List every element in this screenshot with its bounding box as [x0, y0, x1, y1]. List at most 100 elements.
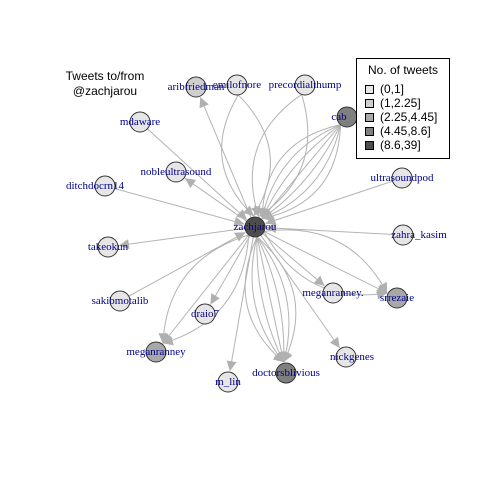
node-label-nobleultrasound: nobleultrasound	[141, 166, 212, 178]
edge-doctorsblivious	[256, 236, 285, 363]
edge-cab	[261, 124, 342, 220]
node-zahra_kasim	[392, 224, 414, 246]
node-label-doctorsblivious: doctorsblivious	[252, 367, 320, 379]
legend-label: (0,1]	[380, 82, 405, 96]
node-label-meganranney: meganranney	[126, 346, 186, 358]
node-label-cab: cab	[331, 111, 347, 123]
node-zachjarou	[244, 216, 266, 238]
arrowhead-nickgenes	[329, 336, 340, 348]
arrowhead-doctorsblivious	[272, 351, 284, 363]
node-layer	[94, 74, 414, 393]
edge-ditchdocrn14	[114, 188, 245, 225]
node-label-m_lin: m_lin	[215, 376, 241, 388]
node-label-emilofnore: emilofnore	[213, 79, 261, 91]
edge-doctorsblivious	[256, 236, 285, 363]
legend-label: (2.25,4.45]	[380, 110, 438, 124]
node-label-zachjarou: zachjarou	[234, 221, 277, 233]
edge-meganranney	[162, 234, 250, 344]
legend-item: (2.25,4.45]	[365, 110, 438, 124]
node-label-srrezaie: srrezaie	[380, 292, 414, 304]
edge-doctorsblivious	[256, 236, 290, 363]
legend-title: No. of tweets	[367, 63, 439, 77]
legend-label: (4.45,8.6]	[380, 124, 431, 138]
node-label-nickgenes: nickgenes	[330, 351, 374, 363]
edge-meganranney	[162, 234, 249, 344]
arrowhead-nobleultrasound	[185, 178, 197, 189]
node-doctorsblivious	[275, 362, 297, 384]
node-mdaware	[129, 111, 151, 133]
arrowhead-draio7	[210, 293, 220, 305]
edge-doctorsblivious	[244, 236, 285, 363]
arrowhead-meganranney	[158, 333, 169, 344]
node-meganranney.	[322, 282, 344, 304]
node-ditchdocrn14	[94, 175, 116, 197]
node-draio7	[194, 303, 216, 325]
graph-title-line-1: Tweets to/from	[66, 69, 145, 83]
edge-emilofnore	[221, 94, 254, 217]
node-sakibmotalib	[109, 290, 131, 312]
node-label-aribfriedman: aribfriedman	[168, 81, 225, 93]
node-label-meganranney.: meganranney.	[302, 287, 364, 299]
node-label-mdaware: mdaware	[120, 116, 160, 128]
edge-draio7	[210, 235, 251, 305]
edge-sakibmotalib	[128, 231, 246, 297]
legend-label: (8.6,39]	[380, 138, 421, 152]
edge-srrezaie	[263, 229, 388, 294]
legend-swatch	[365, 126, 374, 136]
legend-swatch	[365, 84, 374, 94]
edge-mdaware	[147, 128, 248, 220]
edge-doctorsblivious	[251, 236, 285, 363]
edge-nickgenes	[260, 234, 341, 349]
node-ultrasoundpod	[391, 167, 413, 189]
legend-item: (1,2.25]	[365, 96, 421, 110]
edge-cab	[261, 124, 342, 219]
arrowhead-ditchdocrn14	[233, 216, 245, 227]
node-nobleultrasound	[165, 161, 187, 183]
legend: No. of tweets (0,1] (1,2.25] (2.25,4.45]…	[356, 58, 450, 159]
node-label-draio7: draio7	[191, 308, 220, 320]
legend-swatch	[365, 98, 374, 108]
edge-doctorsblivious	[256, 236, 297, 363]
arrowhead-srrezaie	[376, 289, 388, 300]
node-label-zahra_kasim: zahra_kasim	[391, 229, 447, 241]
node-precordialthump	[294, 74, 316, 96]
node-label-ditchdocrn14: ditchdocrn14	[66, 180, 125, 192]
legend-swatch	[365, 112, 374, 122]
edge-zahra_kasim	[265, 227, 394, 235]
node-meganranney	[145, 341, 167, 363]
node-label-takeokun: takeokun	[88, 241, 129, 253]
edge-cab	[261, 124, 341, 219]
legend-swatch	[365, 140, 374, 150]
arrowhead-precordialthump	[250, 205, 261, 217]
edge-emilofnore	[237, 94, 271, 217]
edge-doctorsblivious	[256, 236, 285, 363]
edge-meganranney	[162, 234, 250, 344]
edge-cab	[261, 124, 341, 219]
node-emilofnore	[226, 74, 248, 96]
arrowhead-takeokun	[118, 239, 130, 250]
node-m_lin	[217, 371, 239, 393]
arrowhead-meganranney.	[313, 275, 325, 286]
arrowhead-mdaware	[236, 209, 247, 220]
edge-cab	[261, 124, 341, 219]
node-label-ultrasoundpod: ultrasoundpod	[371, 172, 434, 184]
node-aribfriedman	[185, 76, 207, 98]
graph-title-line-2: @zachjarou	[73, 84, 137, 98]
legend-item: (8.6,39]	[365, 138, 421, 152]
legend-label: (1,2.25]	[380, 96, 421, 110]
edge-ultrasoundpod	[265, 180, 393, 224]
arrowhead-aribfriedman	[199, 97, 209, 109]
arrowhead-sakibmotalib	[234, 232, 246, 242]
legend-item: (0,1]	[365, 82, 405, 96]
edge-precordialthump	[251, 94, 302, 217]
node-nickgenes	[335, 346, 357, 368]
edge-aribfriedman	[199, 96, 252, 218]
arrowhead-ultrasoundpod	[265, 215, 277, 226]
arrowhead-emilofnore	[242, 205, 254, 217]
node-label-sakibmotalib: sakibmotalib	[92, 295, 149, 307]
edge-takeokun	[118, 227, 246, 247]
edge-srrezaie	[263, 231, 388, 294]
node-takeokun	[97, 236, 119, 258]
